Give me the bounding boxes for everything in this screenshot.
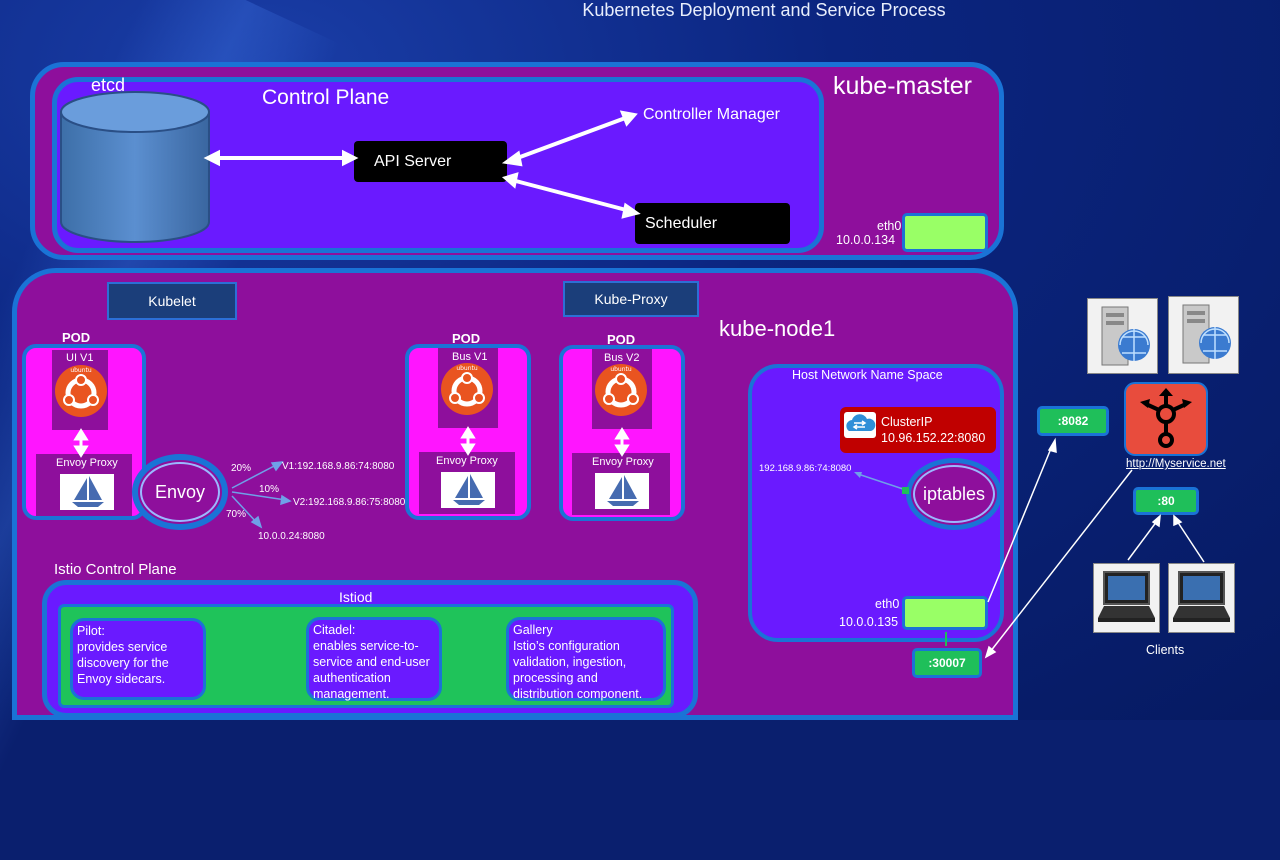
envoy-label: Envoy xyxy=(154,481,206,502)
ubuntu-logo-text: ubuntu xyxy=(70,367,92,374)
ubuntu-logo-text: ubuntu xyxy=(456,365,478,372)
port-8082-box: :8082 xyxy=(1037,406,1109,436)
pod2-proxy-label: Envoy Proxy xyxy=(436,455,498,467)
port-80-box: :80 xyxy=(1133,487,1199,515)
pilot-card: Pilot: provides service discovery for th… xyxy=(70,618,206,700)
route-3-pct: 70% xyxy=(226,509,247,520)
pilot-text: provides service discovery for the Envoy… xyxy=(77,640,169,686)
host-ns-label: Host Network Name Space xyxy=(792,368,943,382)
node-eth0-label: eth0 xyxy=(875,597,900,611)
pod1-proxy-label: Envoy Proxy xyxy=(56,457,118,469)
cluster-ip-value: 10.96.152.22:8080 xyxy=(881,431,986,445)
pilot-title: Pilot: xyxy=(77,624,105,638)
load-balancer-icon xyxy=(1124,382,1208,456)
pod2-app-label: Bus V1 xyxy=(452,351,488,363)
control-plane-label: Control Plane xyxy=(262,86,390,109)
iptables-arrow xyxy=(854,472,909,494)
pod-internal-arrows xyxy=(73,426,630,458)
route-3-target: 10.0.0.24:8080 xyxy=(258,531,325,542)
port-30007-box: :30007 xyxy=(912,648,982,678)
laptop-icon xyxy=(1093,563,1160,633)
envoy-route-arrows xyxy=(231,461,292,529)
route-1-pct: 20% xyxy=(231,463,252,474)
route-2-pct: 10% xyxy=(259,484,280,495)
etcd-label: etcd xyxy=(91,75,126,95)
citadel-text: enables service-to-service and end-user … xyxy=(313,639,430,701)
master-arrows xyxy=(203,110,641,219)
pod3-app-label: Bus V2 xyxy=(604,352,640,364)
node-ip-label: 10.0.0.135 xyxy=(839,615,899,629)
pod-ip-label: 192.168.9.86:74:8080 xyxy=(759,463,852,474)
citadel-card: Citadel: enables service-to-service and … xyxy=(306,617,442,701)
sailboat-icon xyxy=(595,473,649,509)
controller-manager-label: Controller Manager xyxy=(643,106,780,123)
iptables-label: iptables xyxy=(922,483,986,504)
ubuntu-icon: ubuntu xyxy=(441,363,493,415)
diagram-title: Kubernetes Deployment and Service Proces… xyxy=(582,0,946,20)
envoy-ring-inner: Envoy xyxy=(140,462,220,522)
pod2-title: POD xyxy=(452,331,481,346)
service-url-link[interactable]: http://Myservice.net xyxy=(1126,458,1226,470)
iptables-ring-inner: iptables xyxy=(913,465,995,523)
envoy-ring: Envoy xyxy=(132,454,228,530)
gallery-card: Gallery Istio’s configuration validation… xyxy=(506,617,666,701)
istio-control-plane-label: Istio Control Plane xyxy=(54,561,177,578)
pod3-proxy-label: Envoy Proxy xyxy=(592,456,654,468)
sailboat-icon xyxy=(60,474,114,510)
scheduler-box: Scheduler xyxy=(635,203,790,244)
kube-proxy-box: Kube-Proxy xyxy=(563,281,699,317)
laptop-icon xyxy=(1168,563,1235,633)
pod3-title: POD xyxy=(607,332,636,347)
kube-master-label: kube-master xyxy=(833,72,972,100)
database-icon xyxy=(60,91,210,243)
clients-label: Clients xyxy=(1146,643,1185,657)
kube-node-label: kube-node1 xyxy=(719,316,836,341)
cluster-ip-label: ClusterIP xyxy=(881,415,933,429)
pod1-app-label: UI V1 xyxy=(66,352,94,364)
ubuntu-icon: ubuntu xyxy=(55,365,107,417)
cluster-ip-box: ClusterIP 10.96.152.22:8080 xyxy=(840,407,996,453)
gallery-title: Gallery xyxy=(513,623,553,637)
sailboat-icon xyxy=(441,472,495,508)
pod1-title: POD xyxy=(62,330,91,345)
ubuntu-logo-text: ubuntu xyxy=(610,366,632,373)
kubelet-box: Kubelet xyxy=(107,282,237,320)
node-eth0-interface xyxy=(902,596,988,630)
server-globe-icon xyxy=(1087,298,1158,374)
istiod-label: Istiod xyxy=(339,589,373,605)
master-eth0-interface xyxy=(902,213,988,252)
route-2-target: V2:192.168.9.86:75:8080 xyxy=(293,497,406,508)
external-arrows xyxy=(945,437,1205,659)
server-globe-icon xyxy=(1168,296,1239,374)
ubuntu-icon: ubuntu xyxy=(595,364,647,416)
api-server-box: API Server xyxy=(354,141,507,182)
citadel-title: Citadel: xyxy=(313,623,356,637)
master-eth0-label: eth0 xyxy=(877,219,902,233)
master-ip-label: 10.0.0.134 xyxy=(836,233,896,247)
route-1-target: V1:192.168.9.86:74:8080 xyxy=(282,461,395,472)
gallery-text: Istio’s configuration validation, ingest… xyxy=(513,639,643,701)
cloud-switch-icon xyxy=(844,412,876,438)
iptables-ring: iptables xyxy=(906,458,1002,530)
